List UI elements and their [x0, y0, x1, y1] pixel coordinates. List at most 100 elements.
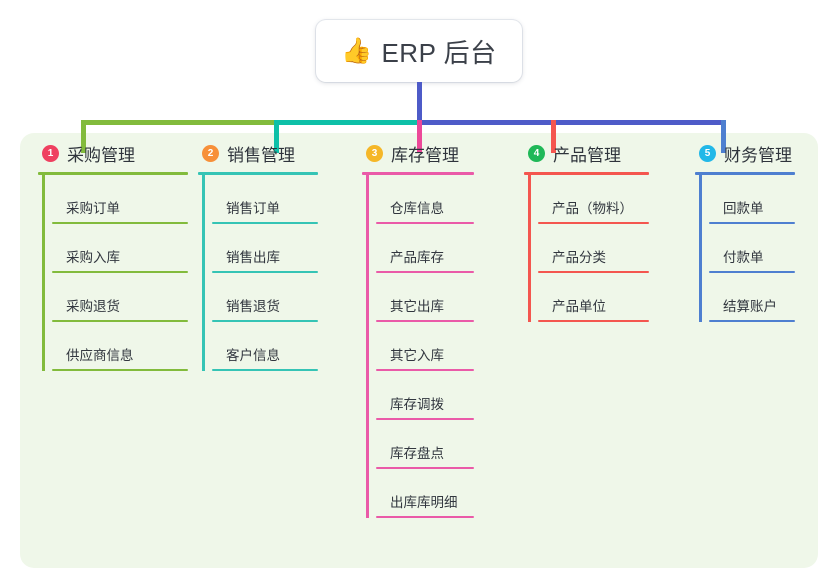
leaf-label: 仓库信息 [390, 201, 444, 216]
content-panel [20, 133, 818, 568]
column-title: 财务管理 [724, 145, 792, 165]
column-badge-icon: 5 [699, 144, 716, 162]
leaf-label: 产品库存 [390, 250, 444, 265]
column-body: 采购订单采购入库采购退货供应商信息 [38, 175, 188, 371]
leaf-node[interactable]: 其它出库 [376, 273, 474, 322]
leaf-label: 回款单 [723, 201, 764, 216]
column-underline [695, 172, 795, 175]
connector-bar-teal [274, 120, 419, 125]
connector-bar-green [81, 120, 274, 125]
leaf-underline [376, 467, 474, 469]
column-body: 回款单付款单结算账户 [695, 175, 795, 322]
leaf-node[interactable]: 库存调拨 [376, 371, 474, 420]
leaf-underline [376, 418, 474, 420]
column-spine [699, 175, 702, 322]
drop-connector-1 [81, 120, 86, 153]
leaf-label: 销售出库 [226, 250, 280, 265]
column-spine [202, 175, 205, 371]
leaf-underline [376, 516, 474, 518]
leaf-label: 供应商信息 [66, 348, 134, 363]
column-spine [42, 175, 45, 371]
leaf-node[interactable]: 回款单 [709, 175, 795, 224]
leaf-label: 出库库明细 [390, 495, 458, 510]
column-spine [366, 175, 369, 518]
leaf-node[interactable]: 客户信息 [212, 322, 318, 371]
leaf-underline [538, 320, 649, 322]
thumbs-up-icon: 👍 [341, 36, 373, 65]
leaf-node[interactable]: 结算账户 [709, 273, 795, 322]
leaf-node[interactable]: 产品分类 [538, 224, 649, 273]
leaf-node[interactable]: 销售订单 [212, 175, 318, 224]
leaf-label: 结算账户 [723, 299, 777, 314]
column-title: 产品管理 [553, 145, 621, 165]
leaf-node[interactable]: 销售退货 [212, 273, 318, 322]
column-header-3[interactable]: 3 库存管理 [362, 140, 474, 166]
leaf-label: 其它出库 [390, 299, 444, 314]
leaf-node[interactable]: 采购入库 [52, 224, 188, 273]
leaf-underline [709, 271, 795, 273]
leaf-node[interactable]: 产品库存 [376, 224, 474, 273]
column-underline [38, 172, 188, 175]
leaf-label: 采购入库 [66, 250, 120, 265]
leaf-label: 库存调拨 [390, 397, 444, 412]
leaf-underline [376, 271, 474, 273]
drop-connector-5 [721, 120, 726, 153]
leaf-node[interactable]: 付款单 [709, 224, 795, 273]
leaf-node[interactable]: 产品单位 [538, 273, 649, 322]
leaf-node[interactable]: 库存盘点 [376, 420, 474, 469]
leaf-label: 其它入库 [390, 348, 444, 363]
column-underline [362, 172, 474, 175]
column-header-5[interactable]: 5 财务管理 [695, 140, 795, 166]
leaf-node[interactable]: 产品（物料） [538, 175, 649, 224]
leaf-underline [212, 271, 318, 273]
column-badge-icon: 1 [42, 144, 59, 162]
column-title: 销售管理 [227, 145, 295, 165]
leaf-node[interactable]: 采购退货 [52, 273, 188, 322]
leaf-underline [52, 222, 188, 224]
connector-bar-indigo [419, 120, 726, 125]
leaf-underline [538, 271, 649, 273]
column-body: 仓库信息产品库存其它出库其它入库库存调拨库存盘点出库库明细 [362, 175, 474, 518]
leaf-underline [376, 320, 474, 322]
leaf-underline [709, 222, 795, 224]
leaf-label: 产品（物料） [552, 201, 633, 216]
leaf-label: 产品单位 [552, 299, 606, 314]
column-header-4[interactable]: 4 产品管理 [524, 140, 649, 166]
column-title: 采购管理 [67, 145, 135, 165]
column-4: 4 产品管理产品（物料） 产品分类产品单位 [524, 140, 649, 322]
column-body: 产品（物料） 产品分类产品单位 [524, 175, 649, 322]
leaf-underline [52, 271, 188, 273]
column-1: 1 采购管理采购订单采购入库采购退货供应商信息 [38, 140, 188, 371]
root-node[interactable]: 👍 ERP 后台 [316, 20, 522, 82]
leaf-label: 付款单 [723, 250, 764, 265]
leaf-node[interactable]: 供应商信息 [52, 322, 188, 371]
column-badge-icon: 4 [528, 144, 545, 162]
leaf-underline [538, 222, 649, 224]
leaf-label: 销售订单 [226, 201, 280, 216]
leaf-node[interactable]: 销售出库 [212, 224, 318, 273]
column-header-1[interactable]: 1 采购管理 [38, 140, 188, 166]
column-spine [528, 175, 531, 322]
leaf-underline [709, 320, 795, 322]
leaf-underline [212, 369, 318, 371]
leaf-label: 采购退货 [66, 299, 120, 314]
leaf-node[interactable]: 出库库明细 [376, 469, 474, 518]
leaf-label: 库存盘点 [390, 446, 444, 461]
column-3: 3 库存管理仓库信息产品库存其它出库其它入库库存调拨库存盘点出库库明细 [362, 140, 474, 518]
drop-connector-4 [551, 120, 556, 153]
leaf-label: 销售退货 [226, 299, 280, 314]
leaf-underline [52, 369, 188, 371]
leaf-underline [212, 320, 318, 322]
column-underline [198, 172, 318, 175]
leaf-node[interactable]: 仓库信息 [376, 175, 474, 224]
leaf-node[interactable]: 采购订单 [52, 175, 188, 224]
column-body: 销售订单销售出库销售退货客户信息 [198, 175, 318, 371]
column-title: 库存管理 [391, 145, 459, 165]
column-badge-icon: 3 [366, 144, 383, 162]
leaf-underline [212, 222, 318, 224]
leaf-label: 客户信息 [226, 348, 280, 363]
leaf-node[interactable]: 其它入库 [376, 322, 474, 371]
leaf-underline [376, 369, 474, 371]
